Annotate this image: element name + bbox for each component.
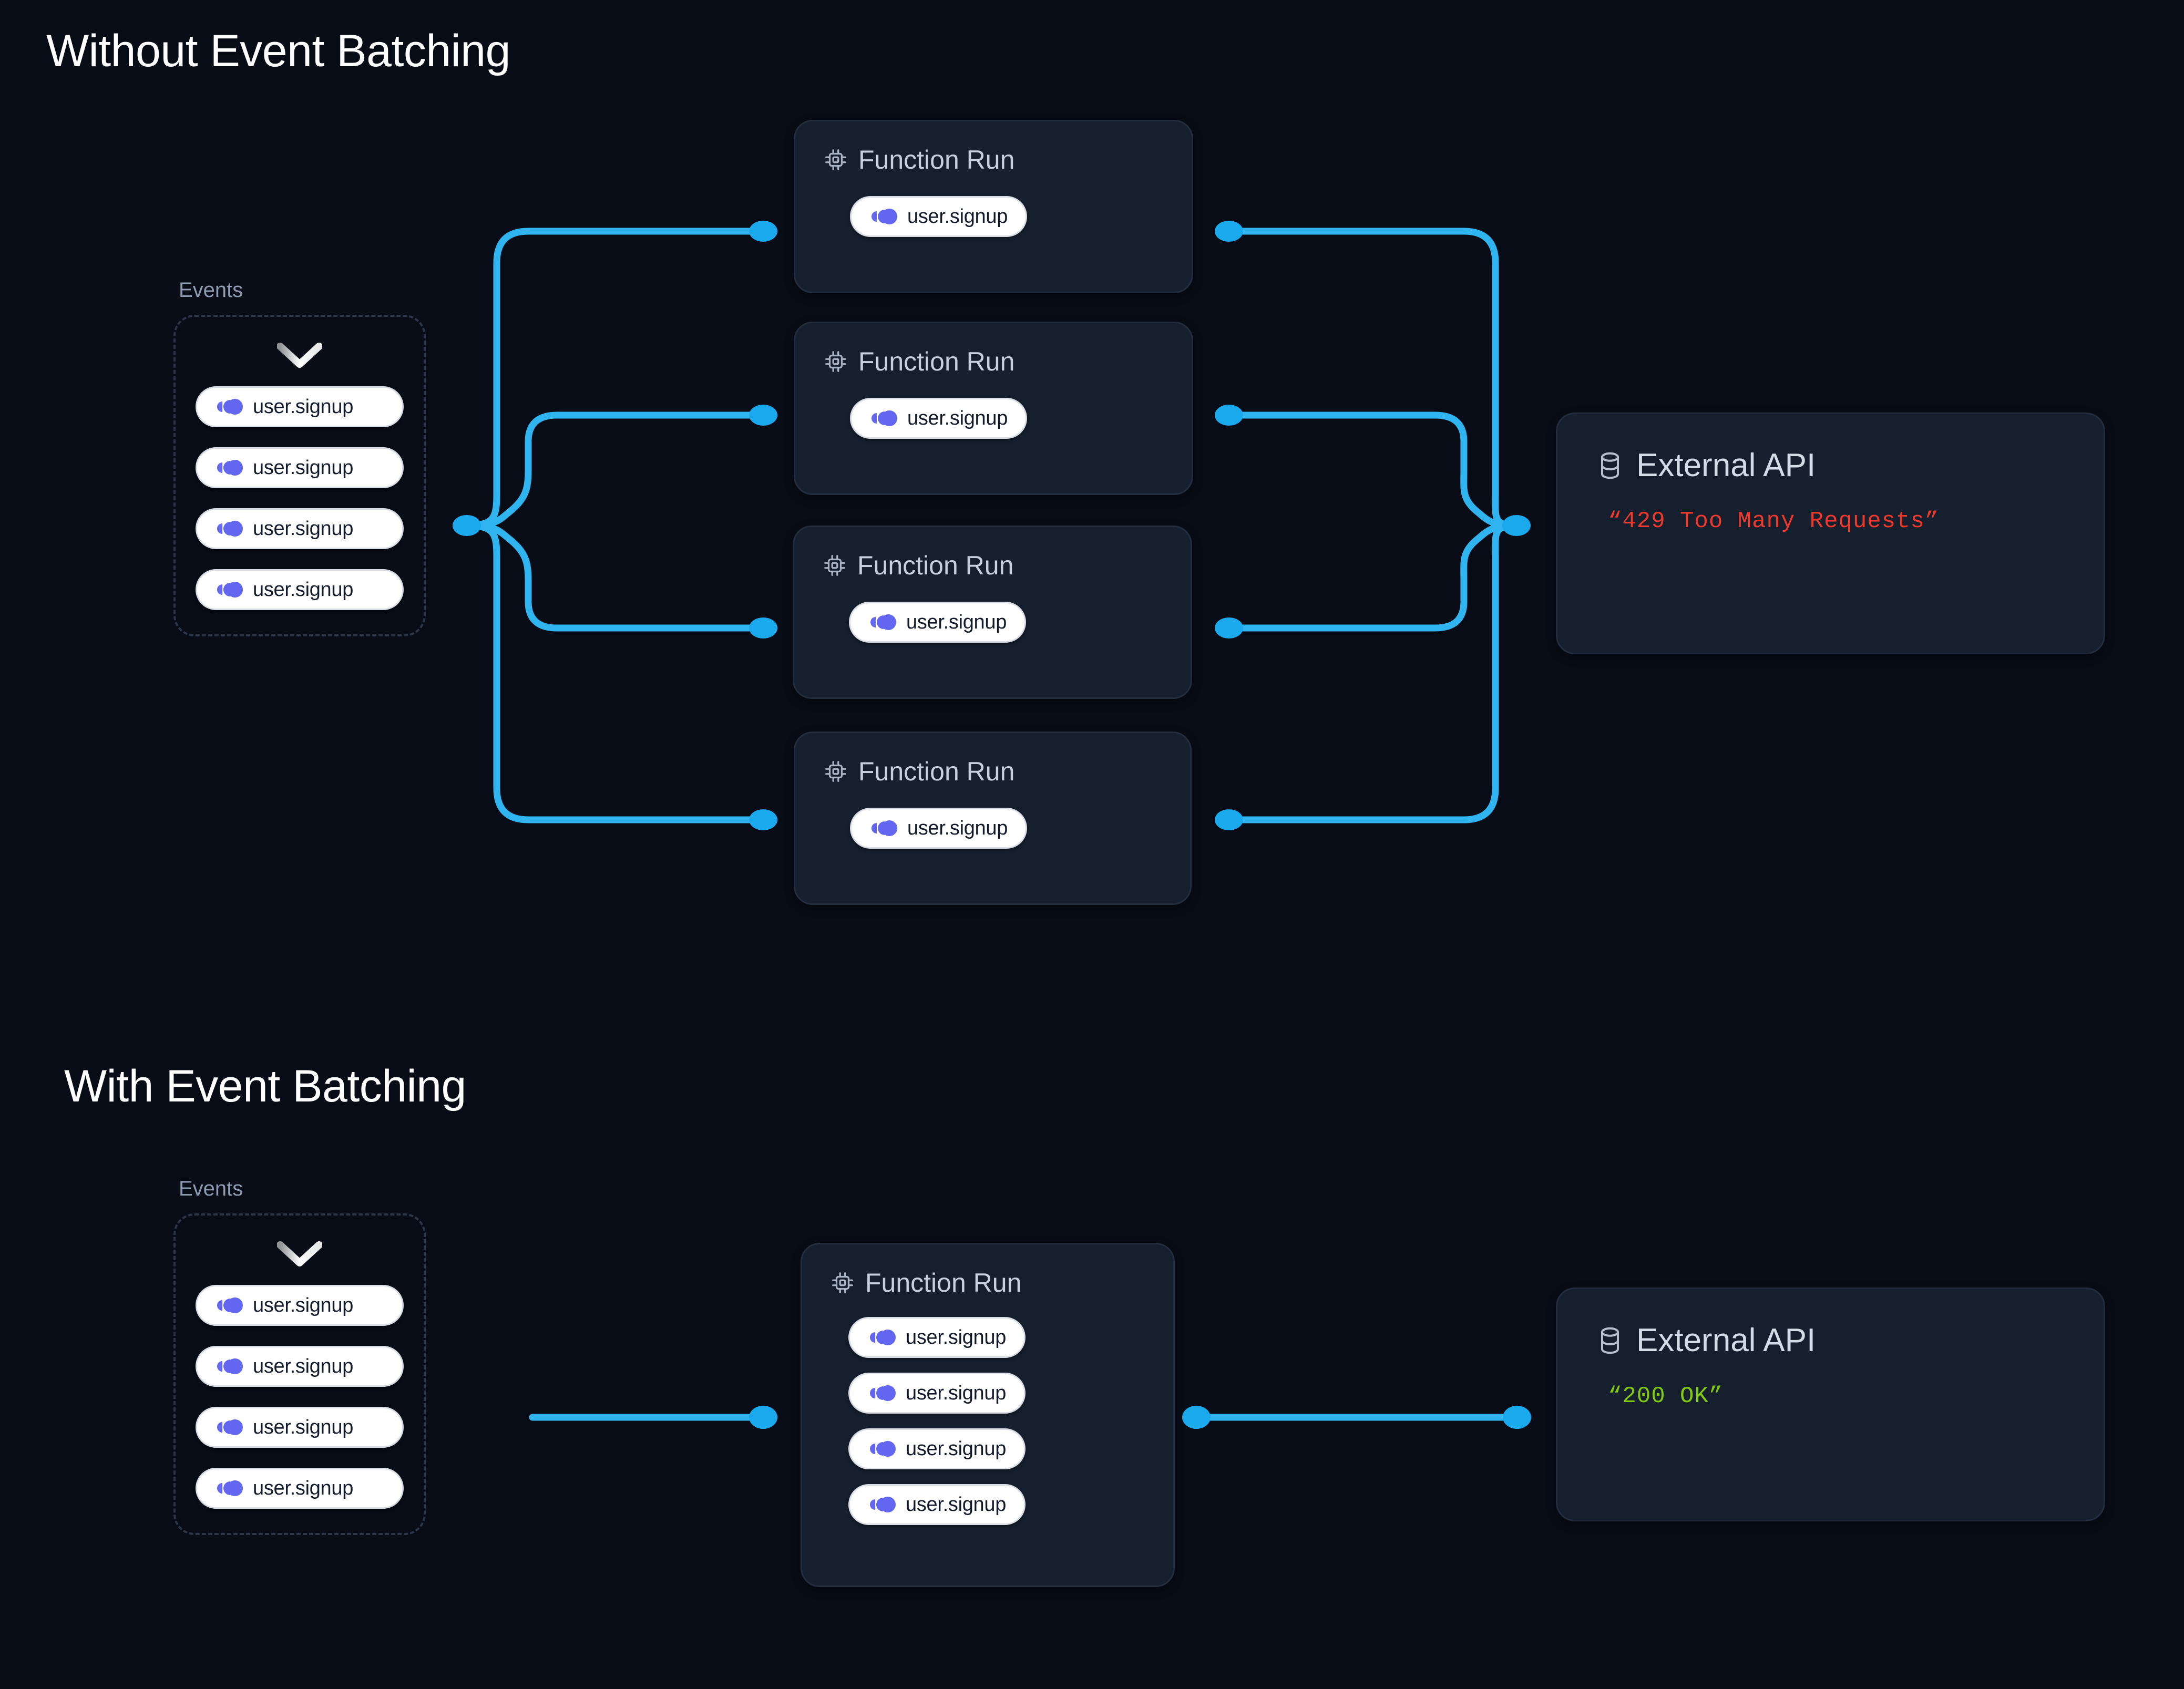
event-pill[interactable]: user.signup xyxy=(196,569,404,610)
event-pill[interactable]: user.signup xyxy=(196,1407,404,1448)
event-pulse-icon xyxy=(217,1297,243,1313)
function-run-card[interactable]: Function Run user.signup xyxy=(794,322,1193,495)
card-title: Function Run xyxy=(865,1268,1022,1297)
event-pulse-icon xyxy=(217,460,243,476)
events-container: user.signup user.signup user.signup xyxy=(173,1213,426,1535)
event-pill-label: user.signup xyxy=(253,517,354,540)
event-pill-label: user.signup xyxy=(906,1382,1007,1404)
card-body: user.signup xyxy=(795,377,1192,439)
event-pill-label: user.signup xyxy=(253,1477,354,1499)
event-pill-label: user.signup xyxy=(253,456,354,479)
external-api-card[interactable]: External API “200 OK” xyxy=(1556,1288,2105,1521)
events-group-with-batching: Events xyxy=(173,1177,426,1535)
status-badge: “200 OK” xyxy=(1608,1383,1724,1409)
event-pill[interactable]: user.signup xyxy=(196,1346,404,1387)
event-pill[interactable]: user.signup xyxy=(850,398,1028,439)
event-pulse-icon xyxy=(217,521,243,537)
page-title-without-batching: Without Event Batching xyxy=(46,26,510,76)
event-pulse-icon xyxy=(217,399,243,415)
event-pill-label: user.signup xyxy=(907,817,1008,839)
event-pulse-icon xyxy=(217,1480,243,1496)
event-pill[interactable]: user.signup xyxy=(196,1285,404,1326)
events-container: user.signup user.signup user.signup xyxy=(173,315,426,636)
events-group-without-batching: Events xyxy=(173,279,426,636)
event-pulse-icon xyxy=(217,1358,243,1374)
card-header: Function Run xyxy=(795,733,1190,787)
event-pill-label: user.signup xyxy=(253,1355,354,1377)
event-pill-label: user.signup xyxy=(907,205,1008,228)
function-run-card[interactable]: Function Run user.signup xyxy=(794,120,1193,293)
cpu-chip-icon xyxy=(825,761,846,782)
card-header: External API xyxy=(1557,414,2104,484)
event-pill-label: user.signup xyxy=(906,611,1007,633)
card-title: External API xyxy=(1636,447,1816,483)
event-pulse-icon xyxy=(870,614,896,630)
cpu-chip-icon xyxy=(832,1272,853,1293)
event-pill-label: user.signup xyxy=(253,395,354,418)
event-pill[interactable]: user.signup xyxy=(848,1484,1026,1525)
external-api-card[interactable]: External API “429 Too Many Requests” xyxy=(1556,413,2105,654)
event-pill-label: user.signup xyxy=(253,1294,354,1316)
cpu-chip-icon xyxy=(825,351,846,372)
chevron-down-icon xyxy=(196,342,404,368)
card-header: External API xyxy=(1557,1289,2104,1359)
card-title: Function Run xyxy=(857,551,1014,580)
event-pulse-icon xyxy=(871,209,897,224)
event-pulse-icon xyxy=(871,410,897,426)
chevron-down-icon xyxy=(196,1241,404,1267)
event-pulse-icon xyxy=(870,1330,896,1345)
event-pill[interactable]: user.signup xyxy=(848,1428,1026,1469)
event-pill[interactable]: user.signup xyxy=(196,386,404,427)
events-label: Events xyxy=(179,279,243,302)
card-body: user.signup xyxy=(794,581,1191,643)
event-pill[interactable]: user.signup xyxy=(850,196,1028,237)
event-pill-label: user.signup xyxy=(906,1493,1007,1516)
event-pill[interactable]: user.signup xyxy=(196,447,404,488)
event-pulse-icon xyxy=(870,1441,896,1457)
function-run-card[interactable]: Function Run user.signup user.signup xyxy=(801,1243,1175,1587)
page-title-with-batching: With Event Batching xyxy=(64,1061,466,1111)
database-icon xyxy=(1601,1327,1619,1354)
card-header: Function Run xyxy=(794,527,1191,581)
card-body: “200 OK” xyxy=(1557,1359,2104,1409)
event-pulse-icon xyxy=(871,820,897,836)
event-pulse-icon xyxy=(217,1419,243,1435)
event-pill[interactable]: user.signup xyxy=(848,1317,1026,1358)
status-badge: “429 Too Many Requests” xyxy=(1608,508,1940,534)
cpu-chip-icon xyxy=(824,555,845,576)
card-title: External API xyxy=(1636,1322,1816,1358)
card-header: Function Run xyxy=(795,323,1192,377)
card-title: Function Run xyxy=(858,757,1015,786)
card-body: user.signup user.signup user.signup xyxy=(802,1298,1173,1525)
event-pill-label: user.signup xyxy=(906,1437,1007,1460)
events-label: Events xyxy=(179,1177,243,1200)
event-pill-label: user.signup xyxy=(253,1416,354,1438)
event-pill-label: user.signup xyxy=(907,407,1008,429)
event-pulse-icon xyxy=(870,1497,896,1512)
card-title: Function Run xyxy=(858,347,1015,376)
event-pulse-icon xyxy=(870,1385,896,1401)
function-run-card[interactable]: Function Run user.signup xyxy=(793,526,1192,699)
cpu-chip-icon xyxy=(825,149,846,170)
event-pill-label: user.signup xyxy=(906,1326,1007,1348)
event-pulse-icon xyxy=(217,582,243,598)
event-pill[interactable]: user.signup xyxy=(848,1373,1026,1414)
event-pill[interactable]: user.signup xyxy=(196,508,404,549)
card-body: user.signup xyxy=(795,175,1192,237)
function-run-card[interactable]: Function Run user.signup xyxy=(794,732,1192,905)
event-pill[interactable]: user.signup xyxy=(849,602,1027,643)
card-header: Function Run xyxy=(802,1244,1173,1298)
card-body: user.signup xyxy=(795,787,1190,849)
card-title: Function Run xyxy=(858,145,1015,174)
card-header: Function Run xyxy=(795,121,1192,175)
event-pill-label: user.signup xyxy=(253,578,354,601)
card-body: “429 Too Many Requests” xyxy=(1557,484,2104,534)
event-pill[interactable]: user.signup xyxy=(196,1468,404,1509)
event-pill[interactable]: user.signup xyxy=(850,808,1028,849)
database-icon xyxy=(1601,452,1619,479)
